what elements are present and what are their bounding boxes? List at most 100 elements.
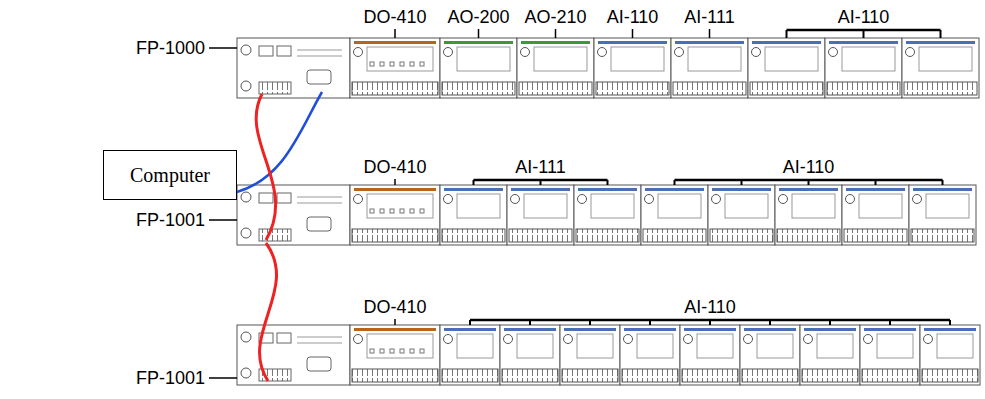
bracket-tick [808, 180, 810, 185]
module-face [517, 334, 553, 358]
module-label: AO-200 [447, 7, 509, 27]
module-face [792, 194, 835, 218]
panel-text-line [297, 337, 342, 338]
bracket-tick [829, 320, 831, 325]
module-stripe [504, 328, 556, 331]
io-module [440, 325, 500, 385]
bracket-tick [889, 320, 891, 325]
io-module [594, 38, 671, 98]
bracket-tick [649, 320, 651, 325]
module-face [637, 334, 673, 358]
screw [684, 335, 693, 344]
terminal-strip [519, 82, 592, 95]
module-stripe [924, 328, 976, 331]
leader-line [478, 29, 480, 38]
module-stripe [684, 328, 736, 331]
module-stripe [864, 328, 916, 331]
serial-port [307, 70, 331, 84]
led-block [277, 46, 291, 56]
module-face [367, 194, 433, 218]
io-module [507, 185, 574, 245]
led [370, 209, 374, 213]
led [380, 62, 384, 66]
module-face [658, 194, 701, 218]
io-module [440, 185, 507, 245]
screw [241, 81, 251, 91]
module-stripe [564, 328, 616, 331]
io-module [574, 185, 641, 245]
module-stripe [675, 41, 744, 44]
screw [906, 48, 915, 57]
terminal-strip [802, 369, 858, 382]
screw [354, 195, 363, 204]
bracket-tick [875, 180, 877, 185]
screw [578, 195, 587, 204]
leader-line [209, 219, 237, 221]
controller-unit [237, 325, 350, 385]
module-label: DO-410 [363, 297, 426, 317]
module-stripe [578, 188, 637, 191]
screw [504, 335, 513, 344]
module-label: DO-410 [363, 7, 426, 27]
terminal-strip [643, 229, 706, 242]
leader-line [209, 377, 237, 379]
module-face [457, 334, 493, 358]
screw [354, 335, 363, 344]
terminal-strip [750, 82, 823, 95]
bracket-tick [949, 320, 951, 325]
io-rack [237, 325, 980, 385]
terminal-strip [862, 369, 918, 382]
module-face [457, 194, 500, 218]
screw [444, 195, 453, 204]
io-module [920, 325, 980, 385]
screw [744, 335, 753, 344]
module-face [725, 194, 768, 218]
terminal-strip [562, 369, 618, 382]
power-terminal [259, 82, 291, 94]
module-stripe [511, 188, 570, 191]
io-rack [237, 38, 979, 98]
led [400, 209, 404, 213]
module-face [919, 47, 972, 71]
leader-line [632, 29, 634, 38]
screw [354, 48, 363, 57]
module-face [524, 194, 567, 218]
unit-label: FP-1001 [136, 210, 205, 230]
module-stripe [598, 41, 667, 44]
led [410, 209, 414, 213]
led-block [277, 193, 291, 203]
serial-port [307, 217, 331, 231]
terminal-strip [904, 82, 977, 95]
screw [712, 195, 721, 204]
terminal-strip [710, 229, 773, 242]
screw [752, 48, 761, 57]
terminal-strip [622, 369, 678, 382]
terminal-strip [352, 369, 438, 382]
controller-unit [237, 38, 350, 98]
bracket-tick [473, 180, 475, 185]
io-module [740, 325, 800, 385]
terminal-strip [352, 82, 438, 95]
io-module [860, 325, 920, 385]
module-stripe [779, 188, 838, 191]
terminal-strip [442, 369, 498, 382]
led-block [259, 193, 273, 203]
io-module [902, 38, 979, 98]
screw [913, 195, 922, 204]
led [400, 349, 404, 353]
terminal-strip [352, 229, 438, 242]
terminal-strip [673, 82, 746, 95]
panel-text-line [297, 203, 342, 204]
module-label: DO-410 [363, 157, 426, 177]
led [380, 349, 384, 353]
terminal-strip [827, 82, 900, 95]
terminal-strip [596, 82, 669, 95]
led [370, 349, 374, 353]
bracket-tick [940, 30, 942, 38]
led [390, 209, 394, 213]
led [380, 209, 384, 213]
led-block [259, 46, 273, 56]
io-module [671, 38, 748, 98]
module-stripe [354, 188, 436, 191]
screw [779, 195, 788, 204]
